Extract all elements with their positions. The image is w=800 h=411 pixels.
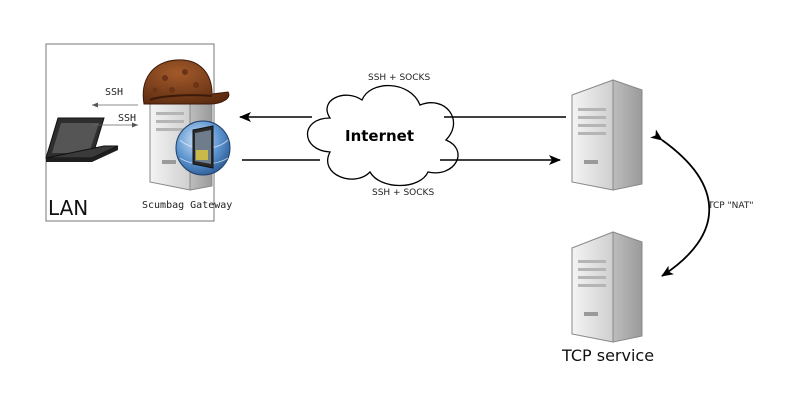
ssh-bottom-label: SSH [118, 113, 137, 124]
link-top-label: SSH + SOCKS [368, 73, 431, 83]
tcp-service-label: TCP service [562, 346, 655, 365]
nat-label: TCP "NAT" [708, 201, 754, 211]
remote-server-icon [571, 79, 643, 191]
cloud-icon [306, 84, 459, 186]
internet-label: Internet [345, 127, 415, 145]
scumbag-hat-icon [142, 59, 230, 105]
gateway-label: Scumbag Gateway [142, 200, 233, 211]
laptop-icon [45, 117, 119, 162]
ssh-top-label: SSH [105, 87, 124, 98]
globe-door-icon [175, 120, 231, 176]
lan-label: LAN [48, 196, 89, 220]
link-bottom-label: SSH + SOCKS [372, 188, 435, 198]
service-server-icon [571, 231, 643, 343]
nat-curved-arrow [650, 129, 710, 277]
